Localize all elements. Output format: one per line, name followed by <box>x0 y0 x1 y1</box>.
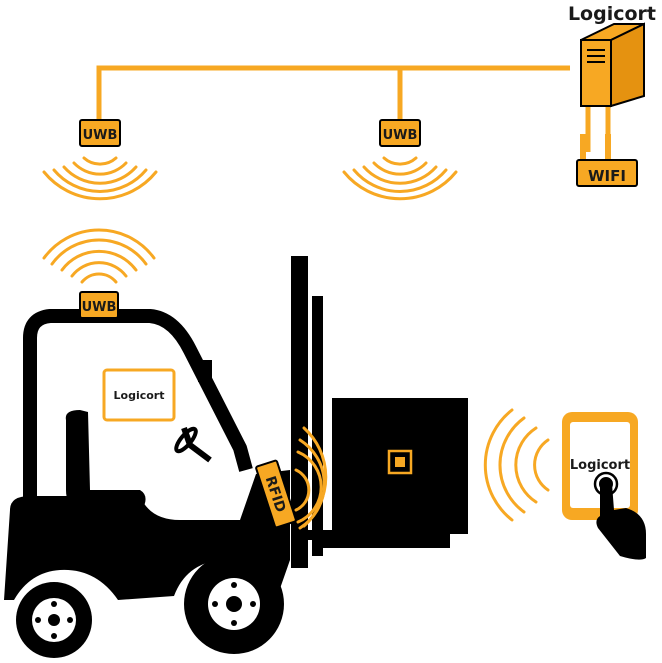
signal-waves-icon <box>42 228 156 284</box>
forklift-icon <box>4 256 450 658</box>
phone-screen-logo: Logicort <box>570 458 630 473</box>
hand-pointer-icon <box>593 471 646 560</box>
network-cable <box>96 65 611 152</box>
signal-waves-icon <box>483 408 550 522</box>
wifi-router-icon <box>576 134 638 187</box>
uwb-anchor-left-label: UWB <box>83 128 118 143</box>
cab-screen-logo: Logicort <box>114 389 165 402</box>
server-icon <box>580 22 645 108</box>
uwb-tag-forklift-label: UWB <box>82 300 117 315</box>
uwb-anchor-middle <box>379 119 421 147</box>
signal-waves-icon <box>294 426 328 530</box>
signal-waves-icon <box>42 156 158 201</box>
wifi-label: WIFI <box>588 167 626 185</box>
rfid-tag <box>255 459 297 529</box>
uwb-anchor-middle-label: UWB <box>383 128 418 143</box>
signal-waves-icon <box>342 156 458 201</box>
uwb-anchor-left <box>79 119 121 147</box>
chip-icon <box>387 449 413 475</box>
smartphone-icon <box>562 412 638 520</box>
header-logo: Logicort <box>568 3 656 25</box>
